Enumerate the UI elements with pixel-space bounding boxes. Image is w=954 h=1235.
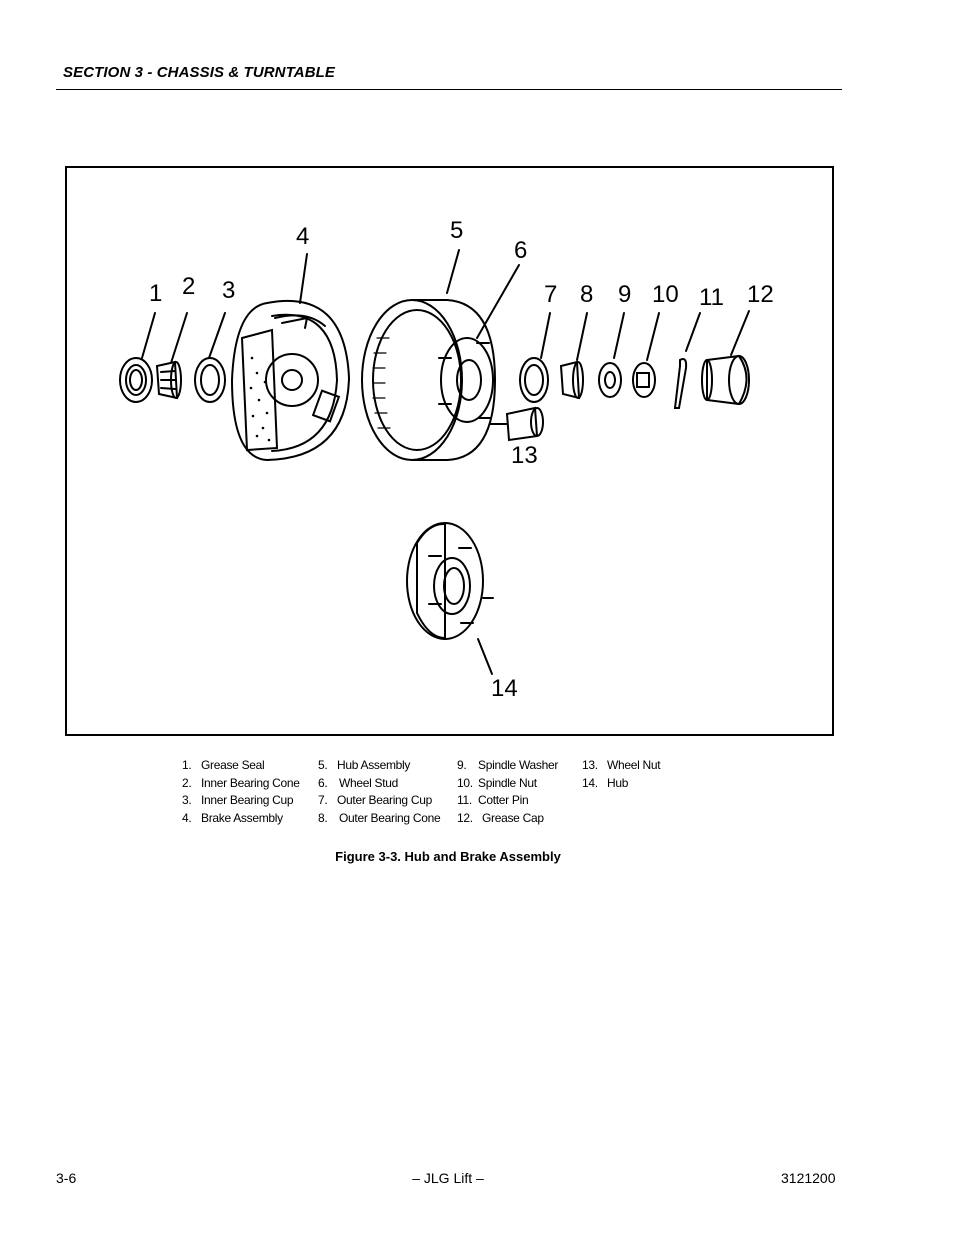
legend-item: 12.Grease Cap (457, 810, 544, 825)
legend-item: 3.Inner Bearing Cup (182, 793, 294, 807)
figure-frame: 1 2 3 4 5 6 7 8 9 10 11 12 13 14 (65, 166, 834, 736)
legend-item: 10.Spindle Nut (457, 775, 537, 790)
hub-brake-exploded-view: 1 2 3 4 5 6 7 8 9 10 11 12 13 14 (119, 217, 774, 702)
callout-2: 2 (182, 273, 195, 300)
callout-10: 10 (652, 281, 679, 308)
hub-drawing (406, 522, 494, 640)
legend-item: 2.Inner Bearing Cone (182, 775, 300, 790)
callout-7: 7 (544, 281, 557, 308)
legend-item: 8.Outer Bearing Cone (318, 810, 441, 825)
inner-bearing-cone-drawing (155, 360, 182, 400)
legend-item: 14.Hub (582, 775, 629, 790)
inner-bearing-cup-drawing (194, 357, 226, 403)
grease-seal-drawing (119, 357, 153, 403)
page-number: 3-6 (56, 1170, 77, 1186)
spindle-nut-drawing (632, 362, 656, 398)
legend-column-3: 9.Spindle Washer 10.Spindle Nut 11.Cotte… (457, 757, 558, 827)
section-title: SECTION 3 - CHASSIS & TURNTABLE (63, 64, 336, 81)
legend-item: 9.Spindle Washer (457, 758, 559, 772)
callout-11: 11 (699, 284, 724, 311)
legend-column-2: 5.Hub Assembly 6.Wheel Stud 7.Outer Bear… (318, 757, 441, 827)
callout-14: 14 (491, 675, 518, 702)
cotter-pin-drawing (673, 358, 688, 409)
header-rule (56, 89, 842, 90)
spindle-washer-drawing (598, 362, 622, 398)
callout-3: 3 (222, 277, 235, 304)
callout-5: 5 (450, 217, 463, 244)
callout-6: 6 (514, 237, 527, 264)
legend-column-1: 1.Grease Seal 2.Inner Bearing Cone 3.Inn… (182, 757, 300, 827)
grease-cap-drawing (701, 354, 750, 406)
legend-item: 4.Brake Assembly (182, 810, 283, 825)
callout-12: 12 (747, 281, 774, 308)
document-number: 3121200 (781, 1170, 836, 1186)
figure-caption: Figure 3-3. Hub and Brake Assembly (335, 849, 561, 864)
outer-bearing-cup-drawing (519, 357, 549, 403)
callout-13: 13 (511, 442, 538, 469)
callout-8: 8 (580, 281, 593, 308)
legend-item: 5.Hub Assembly (318, 758, 411, 772)
wheel-nut-drawing (505, 406, 544, 442)
legend-item: 13.Wheel Nut (582, 758, 661, 772)
hub-assembly-drawing (361, 299, 497, 461)
legend-item: 6.Wheel Stud (318, 775, 399, 790)
legend-item: 11.Cotter Pin (457, 793, 529, 807)
callout-9: 9 (618, 281, 631, 308)
legend-item: 1.Grease Seal (182, 758, 265, 772)
callout-4: 4 (296, 223, 309, 250)
legend-item: 7.Outer Bearing Cup (318, 793, 432, 807)
callout-1: 1 (149, 280, 162, 307)
footer-center: – JLG Lift – (412, 1170, 484, 1186)
legend-column-4: 13.Wheel Nut 14.Hub (582, 757, 661, 792)
brake-assembly-drawing (230, 299, 351, 462)
outer-bearing-cone-drawing (559, 360, 584, 400)
